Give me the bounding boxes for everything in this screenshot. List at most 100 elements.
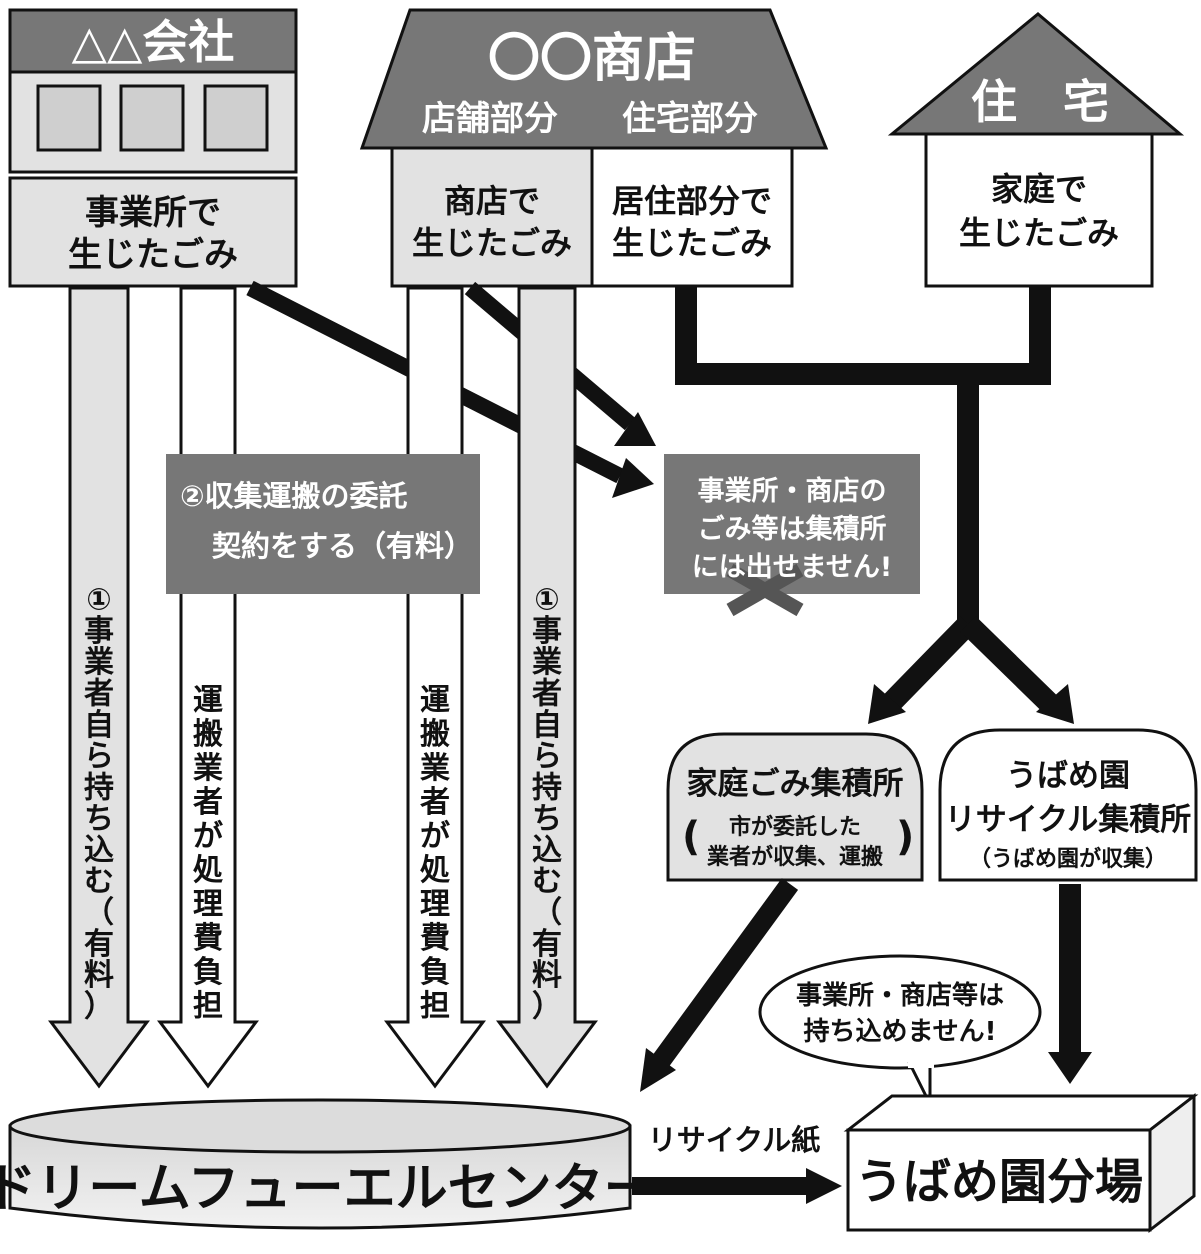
route-char: 者 [532, 677, 562, 712]
route-char: 運 [193, 683, 223, 718]
recycle-point-title-2: リサイクル集積所 [945, 802, 1191, 838]
transfer-label: リサイクル紙 [648, 1123, 821, 1157]
route-char: 持 [532, 770, 562, 805]
route-char: む [532, 864, 562, 899]
household-point-sub-1: 市が委託した [729, 814, 861, 840]
route-char: 負 [193, 955, 223, 990]
route-char: 料 [84, 958, 114, 993]
contract-note-box [166, 454, 480, 594]
route-arrow-shop-self [496, 286, 598, 1089]
route-char: 料 [532, 958, 562, 993]
route-char: 業 [420, 751, 450, 786]
residential-merge-line [675, 286, 1051, 385]
route-char: 担 [420, 989, 450, 1024]
route-char: 自 [532, 708, 562, 743]
route-char: ① [534, 583, 559, 618]
household-collection-point: 家庭ごみ集積所 市が委託した 業者が収集、運搬 ( ) [666, 732, 924, 882]
dream-fuel-center: ドリームフューエルセンター [0, 1098, 656, 1230]
route-char: 自 [84, 708, 114, 743]
house-box-line-2: 生じたごみ [959, 214, 1119, 252]
route-arrow-company-self [48, 286, 150, 1089]
route-char: が [420, 819, 450, 854]
not-allowed-line-1: 事業所・商店の [698, 476, 887, 507]
household-point-title: 家庭ごみ集積所 [687, 766, 904, 802]
arrowhead-shop-forbidden [614, 412, 656, 446]
company-waste-box [8, 176, 298, 288]
route-char: 運 [420, 683, 450, 718]
shop-residence-line-1: 居住部分で [612, 182, 772, 220]
ubame-sorting-site: うばめ園分場 [843, 1092, 1199, 1234]
route-char: ち [532, 802, 562, 837]
arrowhead-recycle [1036, 684, 1074, 724]
route-char: 理 [193, 887, 223, 922]
shop-store-line-2: 生じたごみ [412, 224, 572, 262]
route-char: 処 [193, 853, 223, 888]
route-char: 業 [193, 751, 223, 786]
route-char: 理 [420, 887, 450, 922]
shop-section-residence: 住宅部分 [622, 99, 758, 139]
close-paren-icon: ) [896, 814, 914, 860]
shop-building: 〇〇商店 店舗部分 住宅部分 商店で 生じたごみ 居住部分で 生じたごみ [359, 8, 829, 288]
contract-note: ②収集運搬の委託 契約をする（有料） [166, 454, 480, 594]
arrowhead-transfer [806, 1168, 842, 1204]
household-to-dream-line [651, 878, 799, 1068]
shop-residence-box [590, 146, 794, 288]
route-char: が [193, 819, 223, 854]
route-char: ち [84, 802, 114, 837]
company-building: △△会社 事業所で 生じたごみ [8, 8, 298, 288]
open-paren-icon: ( [682, 814, 700, 860]
route-char: 者 [420, 785, 450, 820]
not-allowed-line-3: には出せません! [692, 552, 893, 583]
route-char: 業 [532, 645, 562, 680]
route-char: 搬 [193, 717, 223, 752]
company-window [119, 84, 185, 152]
route-char: ら [84, 739, 114, 774]
arrowhead-company-forbidden [612, 458, 654, 498]
arrowhead-household [868, 684, 906, 724]
contract-note-line-1: ②収集運搬の委託 [180, 479, 408, 513]
route-char: （ [532, 896, 562, 931]
speech-bubble: 事業所・商店等は 持ち込めません! [758, 954, 1042, 1105]
route-char: 処 [420, 853, 450, 888]
cross-mark-icon [726, 563, 804, 617]
route-char: 有 [532, 927, 562, 962]
ubame-sorting-label: うばめ園分場 [855, 1154, 1143, 1210]
route-char: ら [532, 739, 562, 774]
not-allowed-note: 事業所・商店の ごみ等は集積所 には出せません! [664, 454, 920, 617]
route-char: 込 [532, 833, 562, 868]
route-char: 負 [420, 955, 450, 990]
route-char: 事 [532, 614, 562, 649]
route-char: （ [84, 896, 114, 931]
bubble-line-2: 持ち込めません! [803, 1017, 996, 1047]
route-char: 担 [193, 989, 223, 1024]
shop-roof [359, 8, 829, 150]
house-waste-box [924, 132, 1154, 288]
route-char: 持 [84, 770, 114, 805]
route-char: 搬 [420, 717, 450, 752]
route-char: 者 [84, 677, 114, 712]
company-roof [8, 8, 298, 74]
route-char: 込 [84, 833, 114, 868]
route-char: ） [532, 989, 562, 1024]
house-building: 住 宅 家庭で 生じたごみ [887, 12, 1185, 288]
recycle-point-sub: （うばめ園が収集） [969, 846, 1167, 872]
dream-fuel-label: ドリームフューエルセンター [0, 1159, 656, 1219]
company-window [203, 84, 269, 152]
arrowhead-to-dream [640, 1048, 676, 1092]
house-box-line-1: 家庭で [991, 170, 1087, 208]
company-title: △△会社 [72, 15, 235, 69]
route-char: 有 [84, 927, 114, 962]
route-char: 費 [420, 921, 450, 956]
route-char: 業 [84, 645, 114, 680]
not-allowed-line-2: ごみ等は集積所 [698, 513, 887, 545]
route-char: ① [86, 583, 111, 618]
company-window [36, 84, 102, 152]
contract-note-line-2: 契約をする（有料） [212, 529, 473, 563]
arrowhead-to-ubame [1048, 1052, 1092, 1084]
company-box-line-2: 生じたごみ [68, 235, 238, 275]
house-title: 住 宅 [971, 75, 1109, 129]
